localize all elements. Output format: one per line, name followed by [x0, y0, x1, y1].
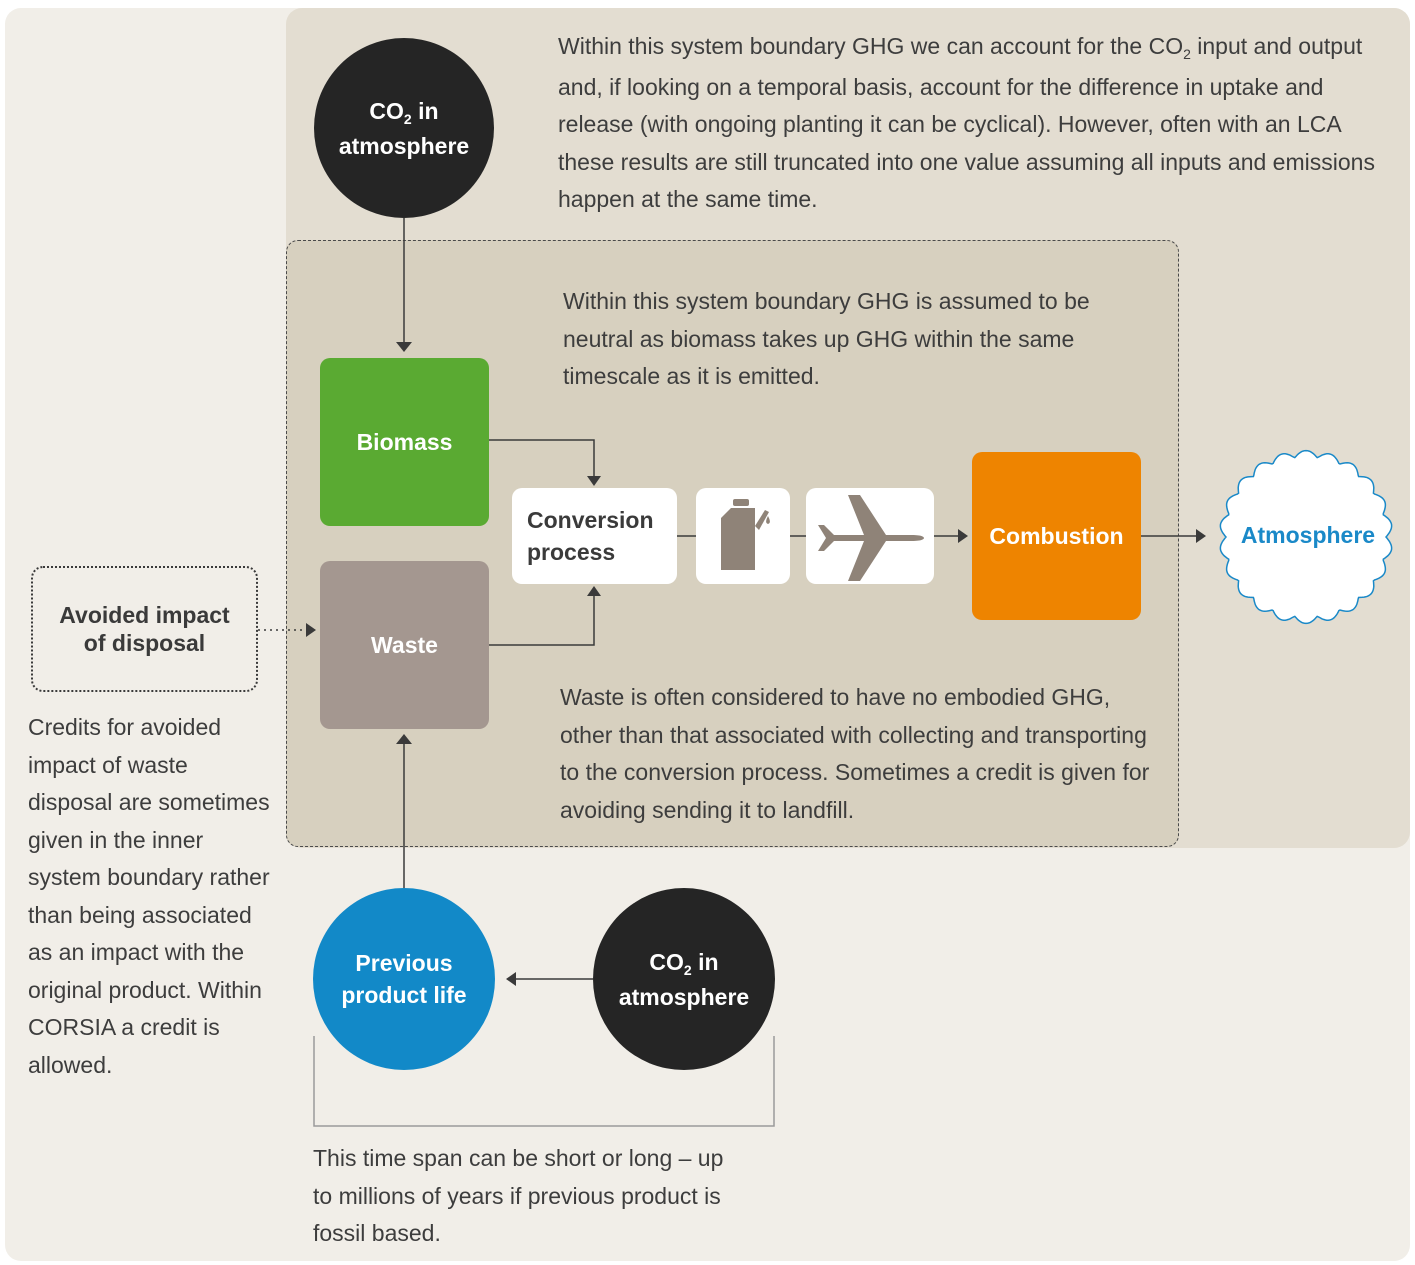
- outer-boundary-text-a: Within this system boundary GHG we can a…: [558, 33, 1184, 59]
- previous-product-life-circle: Previous product life: [313, 888, 495, 1070]
- waste-description: Waste is often considered to have no emb…: [560, 684, 1150, 823]
- conversion-line2: process: [527, 539, 616, 565]
- co2-atmosphere-top: CO2 in atmosphere: [314, 38, 494, 218]
- arrow-waste-to-conversion: [489, 596, 595, 646]
- conversion-line1: Conversion: [527, 507, 654, 533]
- avoided-impact-box: Avoided impact of disposal: [31, 566, 258, 692]
- inner-boundary-description: Within this system boundary GHG is assum…: [563, 288, 1090, 389]
- atmosphere-label: Atmosphere: [1240, 522, 1376, 548]
- arrowhead-combustion: [958, 529, 968, 543]
- avoided-credit-description: Credits for avoided impact of waste disp…: [28, 714, 270, 1078]
- airplane-box: [806, 488, 934, 584]
- fuel-can-box: [696, 488, 790, 584]
- arrowhead-atmosphere: [1196, 529, 1206, 543]
- combustion-box: Combustion: [972, 452, 1141, 620]
- outer-boundary-text-b: input and output and, if looking on a te…: [558, 33, 1375, 212]
- co2-bottom-line1: CO2 in: [649, 948, 719, 978]
- arrowhead-avoided: [306, 623, 316, 637]
- co2-atmosphere-bottom: CO2 in atmosphere: [593, 888, 775, 1070]
- time-span-description: This time span can be short or long – up…: [313, 1145, 724, 1246]
- arrowhead-biomass: [396, 342, 412, 352]
- avoided-line1: Avoided impact: [59, 602, 230, 628]
- outer-boundary-description: Within this system boundary GHG we can a…: [558, 28, 1388, 219]
- co2-subscript: 2: [1183, 46, 1191, 62]
- arrow-biomass-to-conversion: [489, 439, 595, 476]
- arrowhead-waste: [396, 734, 412, 744]
- co2-top-line2: atmosphere: [338, 132, 470, 159]
- biomass-box: Biomass: [320, 358, 489, 526]
- time-span-bracket: [313, 1036, 775, 1127]
- co2-bottom-line2: atmosphere: [618, 983, 750, 1010]
- avoided-line2: of disposal: [83, 630, 206, 656]
- previous-line2: product life: [341, 982, 467, 1008]
- arrowhead-conversion-bottom: [587, 586, 601, 596]
- conversion-process-box: Conversion process: [512, 488, 677, 584]
- previous-line1: Previous: [355, 950, 453, 976]
- arrowhead-previous: [506, 972, 516, 986]
- co2-top-line1: CO2 in: [369, 97, 439, 127]
- waste-box: Waste: [320, 561, 489, 729]
- airplane-icon: [818, 495, 924, 581]
- arrowhead-conversion-top: [587, 476, 601, 486]
- fuel-can-icon: [721, 499, 770, 570]
- atmosphere-cloud-shape: [1219, 449, 1393, 625]
